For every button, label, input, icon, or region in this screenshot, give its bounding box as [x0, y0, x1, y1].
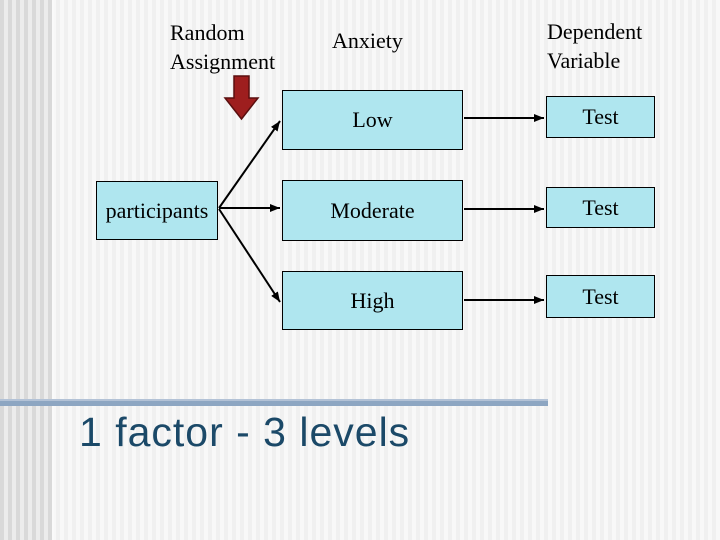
header-dependent-variable: Dependent Variable: [547, 19, 643, 73]
divider-line: [0, 399, 548, 406]
node-test-low: Test: [546, 96, 655, 138]
node-moderate: Moderate: [282, 180, 463, 241]
arrow-participants-to-low: [218, 120, 281, 209]
slide-caption: 1 factor - 3 levels: [79, 409, 411, 455]
node-test-high: Test: [546, 275, 655, 318]
node-participants: participants: [96, 181, 218, 240]
node-low: Low: [282, 90, 463, 150]
header-random-assignment: Random Assignment: [170, 20, 276, 74]
left-stripe-panel: [0, 0, 54, 540]
node-test-moderate: Test: [546, 187, 655, 228]
header-anxiety: Anxiety: [332, 28, 403, 53]
arrow-participants-to-high: [218, 208, 281, 303]
random-assignment-down-arrow-icon: [223, 75, 260, 121]
node-high: High: [282, 271, 463, 330]
